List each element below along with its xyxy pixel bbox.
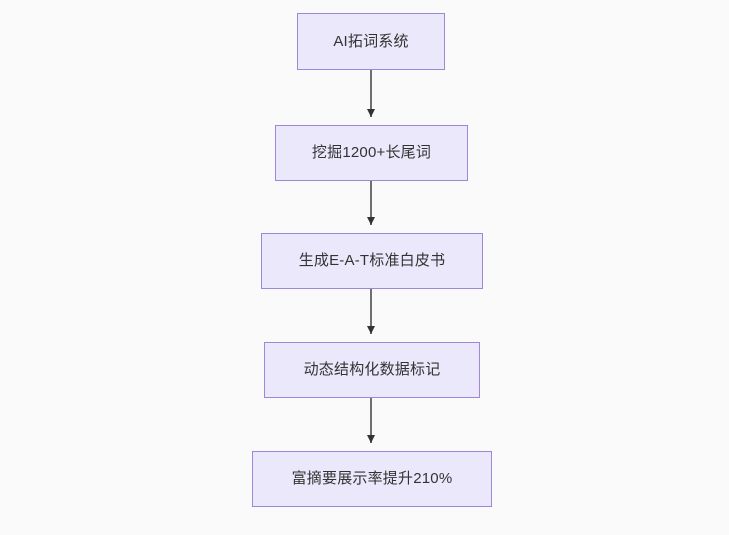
flow-node-label: 生成E-A-T标准白皮书 [298, 252, 446, 269]
flow-node-rich-snippet-impression-uplift[interactable]: 富摘要展示率提升210% [252, 451, 492, 507]
flow-node-ai-keyword-system[interactable]: AI拓词系统 [297, 13, 445, 70]
flow-edge-line [370, 289, 372, 334]
flow-edge-arrowhead-icon [366, 217, 375, 225]
flow-edge-arrowhead-icon [366, 326, 375, 334]
flow-edge-arrowhead-icon [366, 109, 375, 117]
flow-node-mine-longtail-keywords[interactable]: 挖掘1200+长尾词 [275, 125, 468, 181]
flow-node-label: 挖掘1200+长尾词 [311, 144, 432, 161]
flow-edge-line [370, 398, 372, 443]
flow-node-generate-eat-whitepaper[interactable]: 生成E-A-T标准白皮书 [261, 233, 483, 289]
flow-node-label: AI拓词系统 [333, 32, 409, 50]
flow-node-label: 富摘要展示率提升210% [291, 470, 453, 487]
flow-node-label: 动态结构化数据标记 [303, 361, 441, 378]
flow-edge-line [370, 181, 372, 225]
flow-node-dynamic-structured-data-markup[interactable]: 动态结构化数据标记 [264, 342, 480, 398]
flow-edge-line [370, 70, 372, 117]
flow-edge-arrowhead-icon [366, 435, 375, 443]
